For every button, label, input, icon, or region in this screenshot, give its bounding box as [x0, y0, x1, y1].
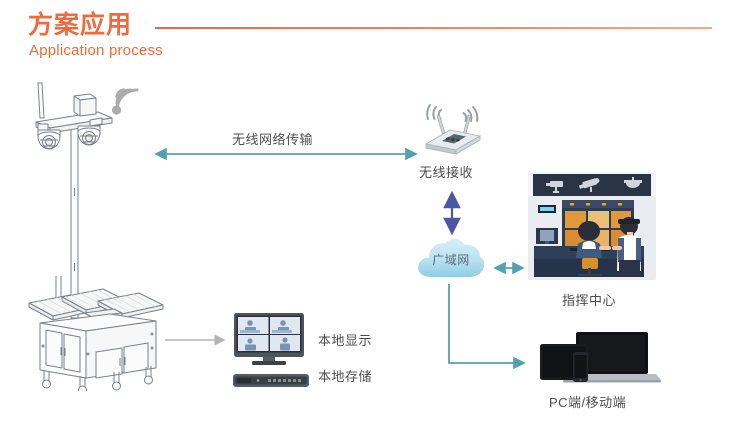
node-label-wireless-receive: 无线接收 — [419, 165, 474, 180]
nvr-recorder-icon — [232, 372, 310, 390]
node-label-wan: 广域网 — [432, 252, 470, 267]
node-label-pc-mobile: PC端/移动端 — [549, 395, 627, 410]
wifi-signal-icon — [106, 80, 148, 120]
command-center-icon — [528, 172, 656, 280]
node-label-local-storage: 本地存储 — [318, 369, 373, 384]
page-title-en: Application process — [29, 42, 163, 59]
connector-label-wireless-transmission: 无线网络传输 — [232, 132, 314, 147]
cloud-icon: 广域网 — [415, 233, 487, 283]
header-divider — [155, 27, 712, 29]
solar-panel-trailer-icon — [18, 276, 203, 395]
laptop-tablet-phone-icon — [530, 330, 665, 386]
quad-monitor-icon — [230, 312, 310, 366]
connector-cloud-pc — [448, 284, 526, 370]
page-title-cn: 方案应用 — [28, 11, 133, 39]
node-label-command-center: 指挥中心 — [562, 293, 617, 308]
wireless-router-icon — [418, 100, 488, 158]
solar-camera-tower-icon — [18, 78, 193, 378]
node-label-local-display: 本地显示 — [318, 333, 373, 348]
